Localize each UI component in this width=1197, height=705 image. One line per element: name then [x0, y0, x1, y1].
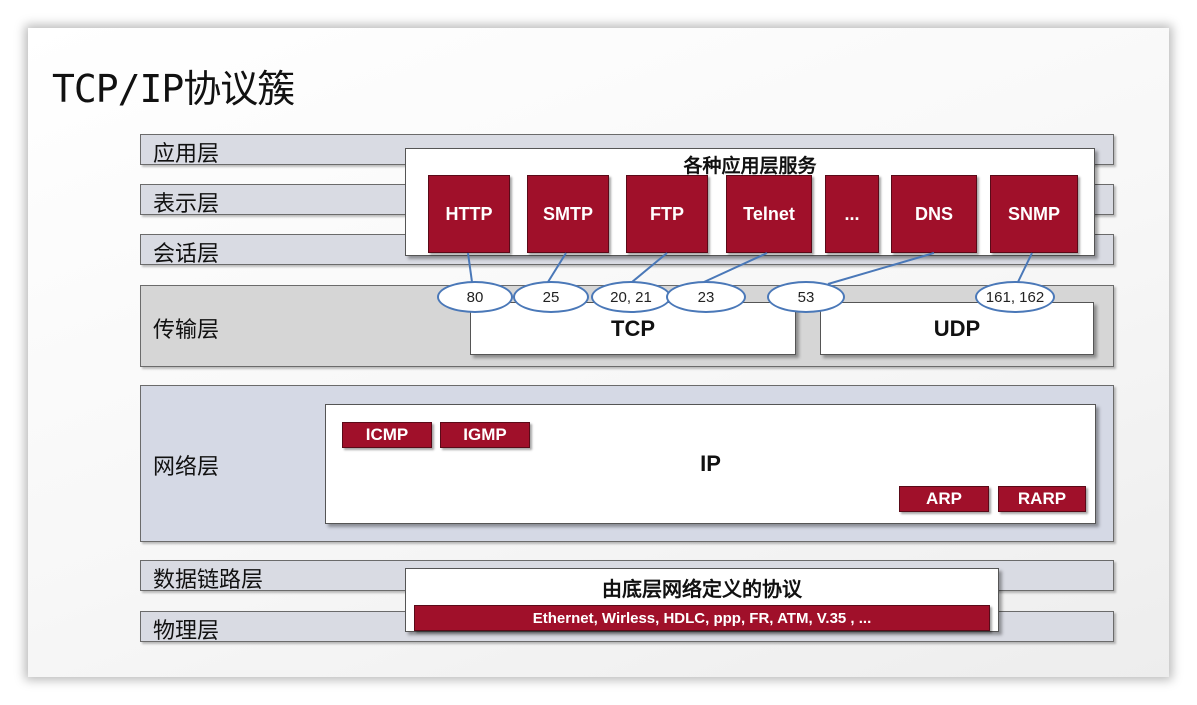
- slide: TCP/IP协议簇 应用层 表示层 会话层 各种应用层服务 HTTP SMTP …: [28, 28, 1169, 677]
- port-snmp: 161, 162: [975, 281, 1055, 313]
- ip-label: IP: [700, 451, 721, 476]
- protocol-icmp: ICMP: [342, 422, 432, 448]
- lower-protocols-heading: 由底层网络定义的协议: [602, 577, 802, 601]
- page-title: TCP/IP协议簇: [52, 67, 295, 111]
- connector-smtp: [547, 252, 567, 283]
- protocol-smtp: SMTP: [527, 175, 609, 253]
- network-layer-label: 网络层: [153, 455, 220, 480]
- physical-layer-label: 物理层: [153, 619, 220, 644]
- port-smtp: 25: [513, 281, 589, 313]
- protocol-http: HTTP: [428, 175, 510, 253]
- protocol-igmp: IGMP: [440, 422, 530, 448]
- protocol-ftp: FTP: [626, 175, 708, 253]
- connector-http: [467, 252, 473, 283]
- session-layer-label: 会话层: [153, 242, 220, 267]
- connector-snmp: [1017, 252, 1033, 283]
- port-http: 80: [437, 281, 513, 313]
- lower-protocols-list: Ethernet, Wirless, HDLC, ppp, FR, ATM, V…: [414, 605, 990, 631]
- connector-ftp: [631, 252, 668, 283]
- protocol-arp: ARP: [899, 486, 989, 512]
- port-dns: 53: [767, 281, 845, 313]
- udp-box: UDP: [820, 302, 1094, 355]
- connector-telnet: [703, 252, 768, 283]
- ip-box: ICMP IGMP IP ARP RARP: [325, 404, 1096, 524]
- app-services-heading: 各种应用层服务: [683, 155, 817, 177]
- protocol-dns: DNS: [891, 175, 977, 253]
- presentation-layer-label: 表示层: [153, 192, 220, 217]
- port-connector-lines: [467, 252, 1033, 285]
- protocol-ellipsis: ...: [825, 175, 879, 253]
- application-layer-label: 应用层: [153, 142, 220, 167]
- protocol-rarp: RARP: [998, 486, 1086, 512]
- protocol-snmp: SNMP: [990, 175, 1078, 253]
- port-telnet: 23: [666, 281, 746, 313]
- port-ftp: 20, 21: [591, 281, 671, 313]
- lower-protocols-box: 由底层网络定义的协议 Ethernet, Wirless, HDLC, ppp,…: [405, 568, 999, 632]
- tcp-label: TCP: [611, 315, 655, 341]
- app-services-box: 各种应用层服务 HTTP SMTP FTP Telnet ... DNS SNM…: [405, 148, 1095, 256]
- datalink-layer-label: 数据链路层: [153, 568, 264, 593]
- connector-dns: [827, 252, 935, 285]
- protocol-telnet: Telnet: [726, 175, 812, 253]
- udp-label: UDP: [933, 315, 981, 341]
- transport-layer-label: 传输层: [153, 318, 220, 343]
